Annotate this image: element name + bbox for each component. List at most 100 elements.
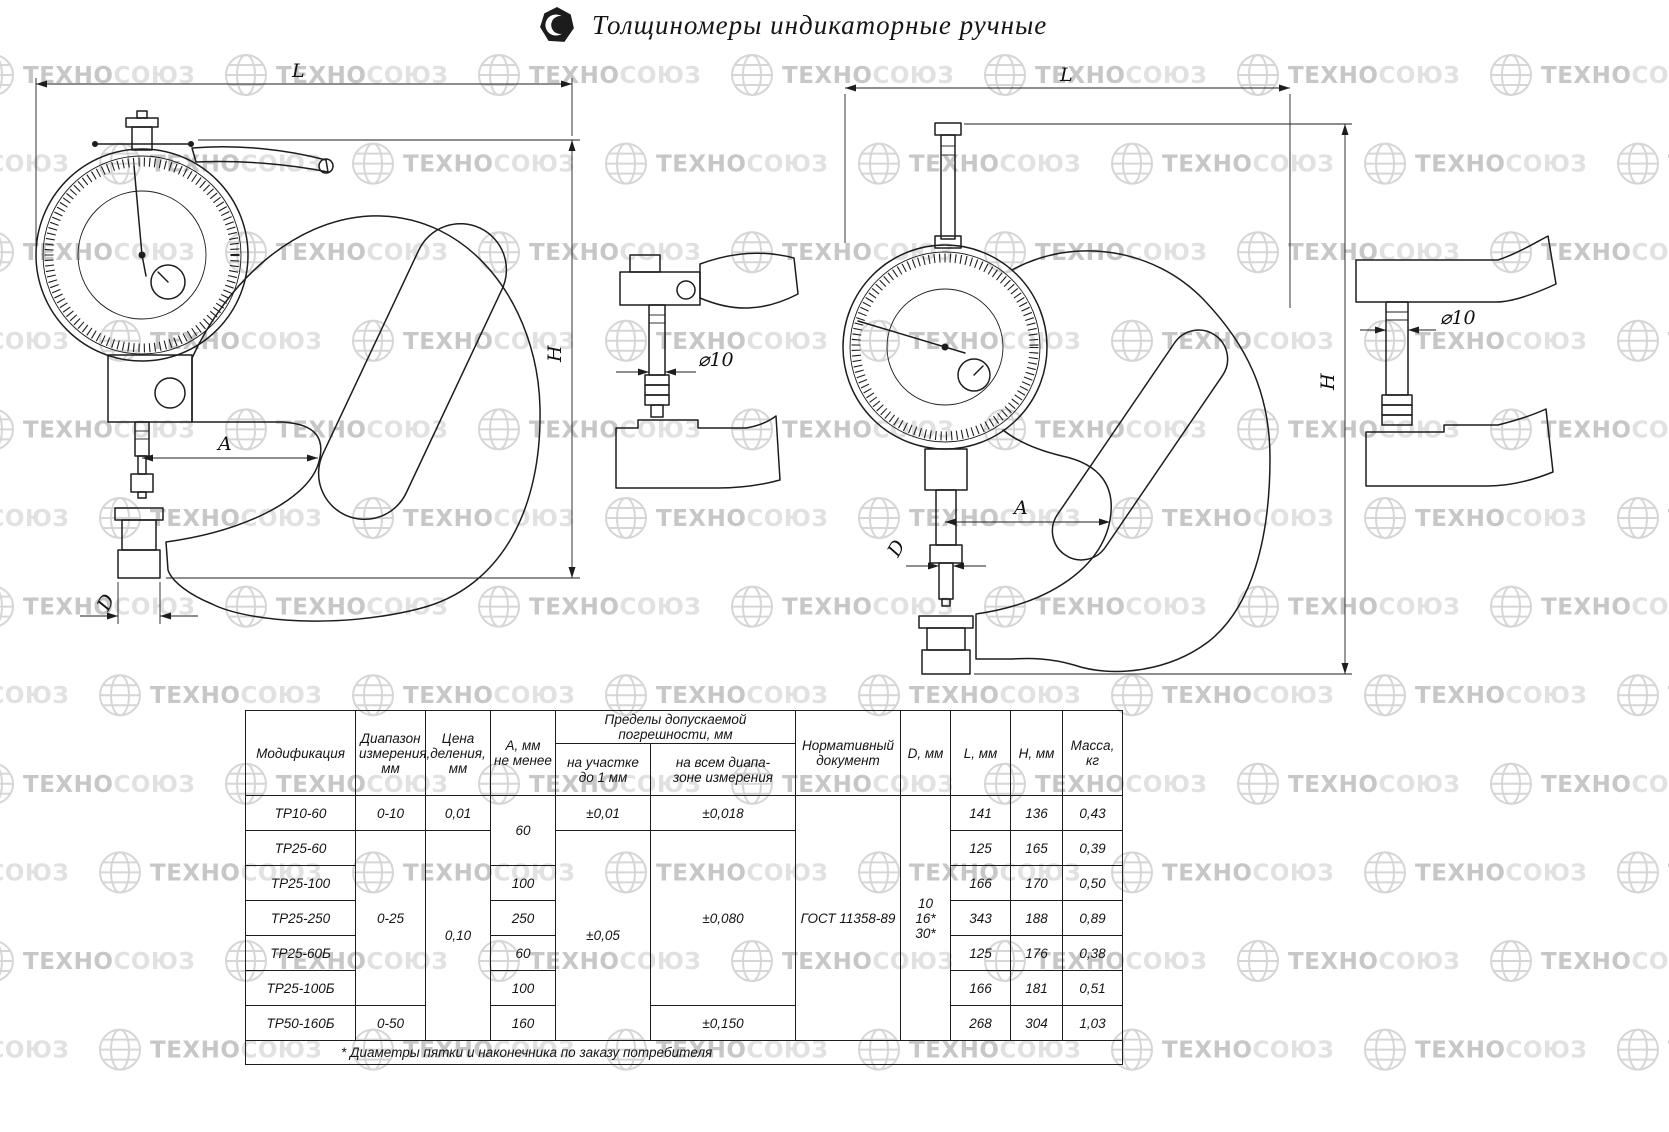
col-header-document: Нормативный документ (795, 710, 901, 796)
table-cell: 0,50 (1062, 865, 1123, 901)
table-row: ТР50-160Б 0-50 160 ±0,150 268 304 1,03 (245, 1005, 1123, 1041)
globe-icon (1237, 762, 1279, 805)
col-header-a-min: А, мм не менее (490, 710, 556, 796)
table-cell: 0-25 (355, 830, 426, 1006)
globe-icon (0, 586, 14, 627)
table-row: ТР25-100 100 166 170 0,50 (245, 865, 1123, 901)
table-cell: 100 (490, 865, 556, 901)
stem-housing (107, 354, 193, 423)
col-header-modification: Модификация (245, 710, 356, 796)
table-cell: 0,43 (1062, 795, 1123, 831)
col-header-mass: Масса, кг (1062, 710, 1123, 796)
watermark-text: ТЕХНОСОЮЗ (1288, 772, 1460, 798)
watermark-text: ТЕХНОСОЮЗ (1415, 1038, 1587, 1064)
table-cell: 136 (1010, 795, 1063, 831)
table-footnote: * Диаметры пятки и наконечника по заказу… (245, 1040, 1123, 1065)
dimension-annotations: ⌀10 (616, 349, 734, 376)
watermark-text: ТЕХНОСОЮЗ (1541, 772, 1669, 798)
globe-icon (1617, 851, 1659, 894)
table-cell: 0,01 (425, 795, 491, 831)
anvil-block (615, 415, 781, 489)
table-cell: ±0,150 (650, 1005, 796, 1041)
table-cell: ±0,018 (650, 795, 796, 831)
dial-face (842, 244, 1048, 450)
col-header-h: Н, мм (1010, 710, 1063, 796)
table-cell: 165 (1010, 830, 1063, 866)
anvil (114, 507, 164, 579)
globe-icon (1490, 762, 1532, 805)
table-cell: 60 (490, 935, 556, 971)
frame (165, 215, 541, 622)
table-cell: ТР25-100Б (245, 970, 356, 1006)
table-cell: 10 16* 30* (900, 795, 951, 1041)
globe-icon (1490, 940, 1532, 982)
table-cell: ТР10-60 (245, 795, 356, 831)
release-lever (191, 146, 334, 174)
gauge-front-view-left: L H A D (35, 60, 580, 624)
dim-label-d10: ⌀10 (698, 349, 734, 371)
table-cell: 304 (1010, 1005, 1063, 1041)
title-block: Толщиномеры индикаторные ручные (538, 6, 1047, 44)
table-cell: 0-50 (355, 1005, 426, 1041)
watermark-text: ТЕХНОСОЮЗ (656, 683, 828, 709)
col-header-division: Цена деления, мм (425, 710, 491, 796)
globe-icon (99, 1028, 141, 1071)
globe-icon (0, 409, 14, 450)
dim-label-d10: ⌀10 (1440, 307, 1476, 329)
globe-icon (1237, 940, 1279, 982)
col-header-error-upto1: на участке до 1 мм (555, 743, 651, 796)
dimension-annotations: ⌀10 (1360, 307, 1476, 334)
globe-icon (731, 54, 773, 96)
watermark-text: ТЕХНОСОЮЗ (23, 772, 195, 798)
table-cell: 0,10 (425, 830, 491, 1041)
dim-label-H: H (544, 345, 566, 363)
col-header-l: L, мм (950, 710, 1011, 796)
dial-top-hardware (92, 110, 194, 151)
globe-icon (0, 55, 14, 95)
gauge-front-view-right: L H A D (842, 64, 1352, 675)
globe-icon (1617, 674, 1659, 717)
dial-face (35, 148, 249, 362)
table-footnote-row: * Диаметры пятки и наконечника по заказу… (245, 1040, 1123, 1065)
dim-label-D: D (883, 536, 910, 561)
watermark-text: ТЕХНОСОЮЗ (23, 949, 195, 975)
globe-icon (99, 851, 141, 894)
watermark-text: ТЕХНОСОЮЗ (0, 1038, 69, 1064)
table-cell: 176 (1010, 935, 1063, 971)
upper-arm (1355, 235, 1557, 303)
watermark-text: ТЕХНОСОЮЗ (1541, 949, 1669, 975)
specifications-table: Модификация Диапазон измерения, мм Цена … (245, 710, 1123, 1065)
globe-icon (1617, 142, 1659, 185)
table-cell: 343 (950, 900, 1011, 936)
table-cell: 100 (490, 970, 556, 1006)
watermark-text: ТЕХНОСОЮЗ (1162, 860, 1334, 886)
table-cell: 0,38 (1062, 935, 1123, 971)
globe-icon (0, 764, 14, 804)
watermark-text: ТЕХНОСОЮЗ (1541, 595, 1669, 621)
globe-icon (1364, 1028, 1406, 1071)
table-cell: ±0,080 (650, 830, 796, 1006)
table-cell: 160 (490, 1005, 556, 1041)
table-cell: ТР25-60Б (245, 935, 356, 971)
table-cell: 170 (1010, 865, 1063, 901)
col-header-d: D, мм (900, 710, 951, 796)
table-cell: ГОСТ 11358-89 (795, 795, 901, 1041)
dim-label-L: L (1059, 64, 1073, 86)
frame (975, 250, 1271, 673)
dim-label-H: H (1317, 373, 1339, 391)
anvil-block (1365, 408, 1554, 487)
watermark-text: ТЕХНОСОЮЗ (1288, 949, 1460, 975)
table-row: ТР25-100Б 100 166 181 0,51 (245, 970, 1123, 1006)
anvil (918, 615, 974, 675)
col-header-error-full: на всем диапа- зоне измерения (650, 743, 796, 796)
table-cell: ТР25-100 (245, 865, 356, 901)
dim-label-D: D (93, 591, 120, 616)
table-cell: 188 (1010, 900, 1063, 936)
gauge-side-view-left: ⌀10 (615, 252, 799, 489)
globe-icon (731, 585, 773, 628)
table-cell: 166 (950, 865, 1011, 901)
watermark-text: ТЕХНОСОЮЗ (1415, 860, 1587, 886)
dim-label-A: A (1012, 497, 1028, 519)
table-cell: 0,51 (1062, 970, 1123, 1006)
